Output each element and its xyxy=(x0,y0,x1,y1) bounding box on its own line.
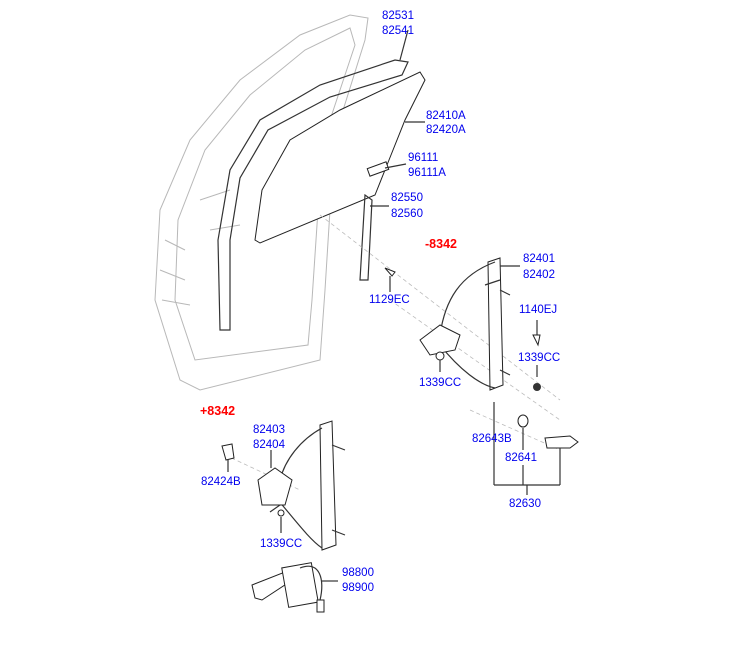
bolt-icon xyxy=(221,443,235,461)
handle-icon xyxy=(544,435,579,449)
part-label-82531[interactable]: 82531 xyxy=(382,10,414,22)
door-glass xyxy=(254,71,426,244)
part-label-96111a[interactable]: 96111A xyxy=(408,167,446,179)
part-label-1129ec[interactable]: 1129EC xyxy=(369,294,410,306)
part-label-82402[interactable]: 82402 xyxy=(523,269,555,281)
part-label-96111[interactable]: 96111 xyxy=(408,152,438,164)
part-label-82550[interactable]: 82550 xyxy=(391,192,423,204)
part-label-82403[interactable]: 82403 xyxy=(253,424,285,436)
nut-icon xyxy=(277,509,285,517)
part-label-82630[interactable]: 82630 xyxy=(509,498,541,510)
nut-icon xyxy=(435,351,445,361)
part-label-1339cc[interactable]: 1339CC xyxy=(518,352,560,364)
nut-icon xyxy=(533,383,541,391)
part-label-98900[interactable]: 98900 xyxy=(342,582,374,594)
part-label-98800[interactable]: 98800 xyxy=(342,567,374,579)
part-label-1339cc[interactable]: 1339CC xyxy=(260,538,302,550)
part-label-82401[interactable]: 82401 xyxy=(523,253,555,265)
part-label-82541[interactable]: 82541 xyxy=(382,25,414,37)
reference-minus-8342[interactable]: -8342 xyxy=(425,237,457,251)
part-label-1140ej[interactable]: 1140EJ xyxy=(519,304,557,316)
part-label-82641[interactable]: 82641 xyxy=(505,452,537,464)
part-label-82560[interactable]: 82560 xyxy=(391,208,423,220)
reference-plus-8342[interactable]: +8342 xyxy=(200,404,235,418)
glass-channel-tape xyxy=(366,161,390,177)
part-label-82404[interactable]: 82404 xyxy=(253,439,286,451)
part-label-82424b[interactable]: 82424B xyxy=(201,476,241,488)
grommet-icon xyxy=(517,414,529,428)
door-glass-run xyxy=(217,59,409,331)
door-outline xyxy=(154,14,369,391)
window-regulator-lh xyxy=(257,420,346,551)
window-motor xyxy=(251,562,325,613)
part-label-1339cc[interactable]: 1339CC xyxy=(419,377,461,389)
rear-lower-channel xyxy=(359,193,373,281)
part-label-82643b[interactable]: 82643B xyxy=(472,433,512,445)
part-label-82420a[interactable]: 82420A xyxy=(426,124,466,136)
part-label-82410a[interactable]: 82410A xyxy=(426,110,466,122)
screw-icon xyxy=(384,267,396,277)
window-regulator-rh xyxy=(419,257,511,391)
